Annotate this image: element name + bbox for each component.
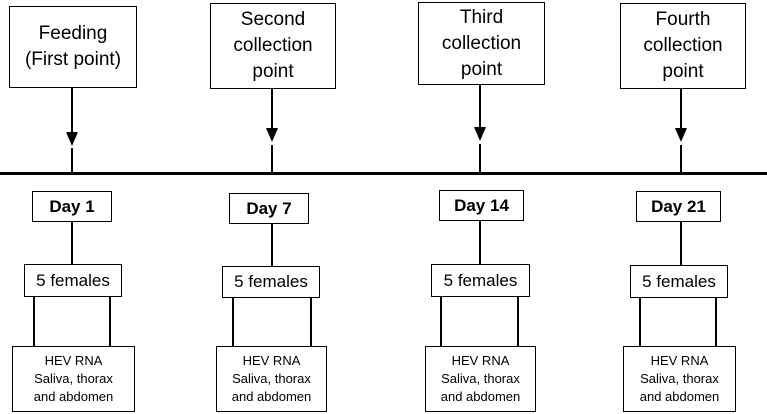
- tick-3: [479, 144, 481, 173]
- arrow-head-3: [474, 127, 486, 141]
- timeline-axis: [0, 172, 767, 175]
- branch-left-2: [232, 298, 234, 347]
- day-box-4: Day 21: [636, 191, 721, 222]
- group-box-2: 5 females: [222, 266, 320, 298]
- branch-right-2: [310, 298, 312, 347]
- connector-day-group-3: [479, 221, 481, 264]
- outcome-box-3: HEV RNA Saliva, thorax and abdomen: [425, 346, 536, 412]
- group-box-1: 5 females: [24, 264, 122, 297]
- branch-left-1: [33, 297, 35, 347]
- group-box-3: 5 females: [431, 264, 530, 297]
- collection-point-box-4: Fourth collection point: [620, 3, 746, 89]
- tick-1: [71, 148, 73, 173]
- arrow-head-2: [266, 128, 278, 142]
- arrow-shaft-4: [680, 89, 682, 130]
- branch-right-1: [109, 297, 111, 347]
- arrow-shaft-2: [271, 89, 273, 130]
- arrow-head-4: [675, 128, 687, 142]
- outcome-box-4: HEV RNA Saliva, thorax and abdomen: [623, 346, 736, 412]
- connector-day-group-1: [71, 222, 73, 264]
- day-box-1: Day 1: [32, 191, 112, 222]
- outcome-box-2: HEV RNA Saliva, thorax and abdomen: [216, 346, 327, 412]
- branch-left-3: [440, 297, 442, 347]
- connector-day-group-4: [680, 222, 682, 265]
- branch-right-3: [517, 297, 519, 347]
- arrow-shaft-1: [71, 88, 73, 134]
- arrow-head-1: [66, 132, 78, 146]
- collection-point-box-3: Third collection point: [418, 2, 545, 85]
- day-box-2: Day 7: [229, 193, 309, 224]
- collection-point-box-1: Feeding (First point): [9, 6, 137, 88]
- arrow-shaft-3: [479, 85, 481, 129]
- branch-right-4: [715, 298, 717, 347]
- tick-2: [271, 145, 273, 173]
- tick-4: [680, 145, 682, 173]
- day-box-3: Day 14: [439, 190, 524, 221]
- outcome-box-1: HEV RNA Saliva, thorax and abdomen: [12, 346, 135, 412]
- connector-day-group-2: [271, 224, 273, 266]
- branch-left-4: [639, 298, 641, 347]
- group-box-4: 5 females: [630, 265, 728, 298]
- collection-point-box-2: Second collection point: [210, 3, 336, 89]
